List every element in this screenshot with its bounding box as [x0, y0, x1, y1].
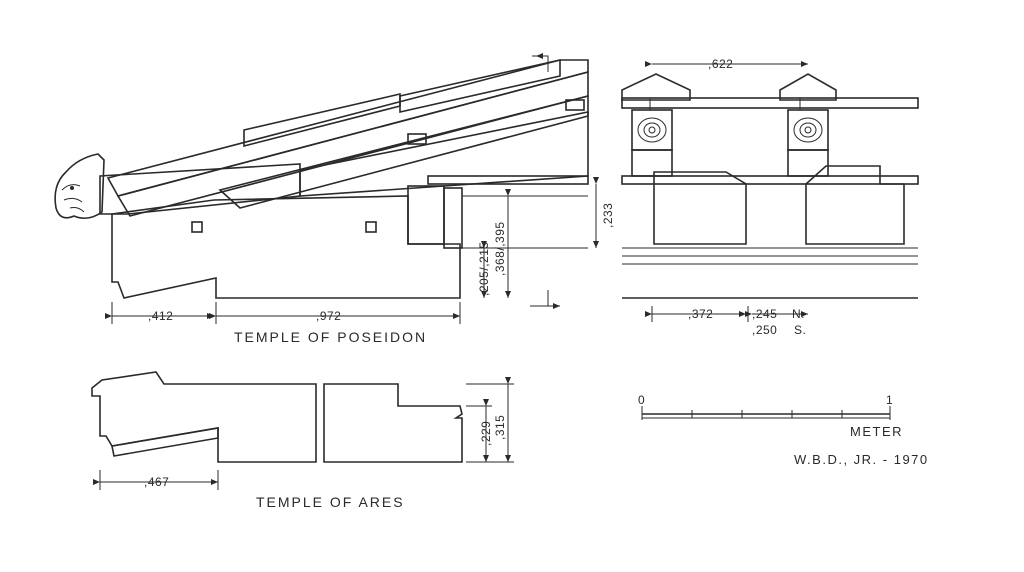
scale-end: 1	[886, 393, 893, 407]
dim-tile-span: ,622	[708, 57, 733, 71]
cover-tile-right	[779, 73, 837, 101]
scale-unit: METER	[850, 424, 903, 439]
cornice-block-right	[805, 165, 905, 245]
poseidon-dimensions	[105, 53, 599, 324]
ares-geison-right	[323, 383, 463, 463]
poseidon-section	[54, 59, 589, 299]
dim-p-height-b: ,368/,395	[493, 221, 507, 276]
dim-r-width-b: ,245	[752, 307, 777, 321]
note-south: S.	[794, 323, 806, 337]
lion-head-spout	[54, 153, 105, 220]
scale-start: 0	[638, 393, 645, 407]
cornice-block-left	[653, 171, 747, 245]
pier	[443, 187, 463, 249]
dim-a-width: ,467	[144, 475, 169, 489]
author-credit: W.B.D., JR. - 1970	[794, 452, 929, 467]
dim-p-width-a: ,412	[148, 309, 173, 323]
dim-r-width-c: ,250	[752, 323, 777, 337]
note-north: N.	[792, 307, 805, 321]
rafter-ends	[631, 109, 829, 151]
caption-poseidon: TEMPLE OF POSEIDON	[234, 329, 427, 345]
ares-dimensions	[93, 377, 514, 490]
caption-ares: TEMPLE OF ARES	[256, 494, 405, 510]
dim-a-height-a: ,229	[479, 421, 493, 446]
dim-p-height-c: ,233	[601, 203, 615, 228]
geison-block	[111, 195, 461, 299]
tile-cross-section	[621, 73, 919, 299]
right-dimensions	[645, 61, 808, 322]
dim-p-height-a: ,205/,215	[477, 241, 491, 296]
ares-geison-left	[91, 371, 317, 463]
ares-section	[91, 371, 463, 463]
dim-r-width-a: ,372	[688, 307, 713, 321]
dim-a-height-b: ,315	[493, 415, 507, 440]
dim-p-width-b: ,972	[316, 309, 341, 323]
sima-strip	[99, 163, 301, 215]
scale-bar	[641, 406, 891, 420]
cover-tile-left	[621, 73, 691, 101]
